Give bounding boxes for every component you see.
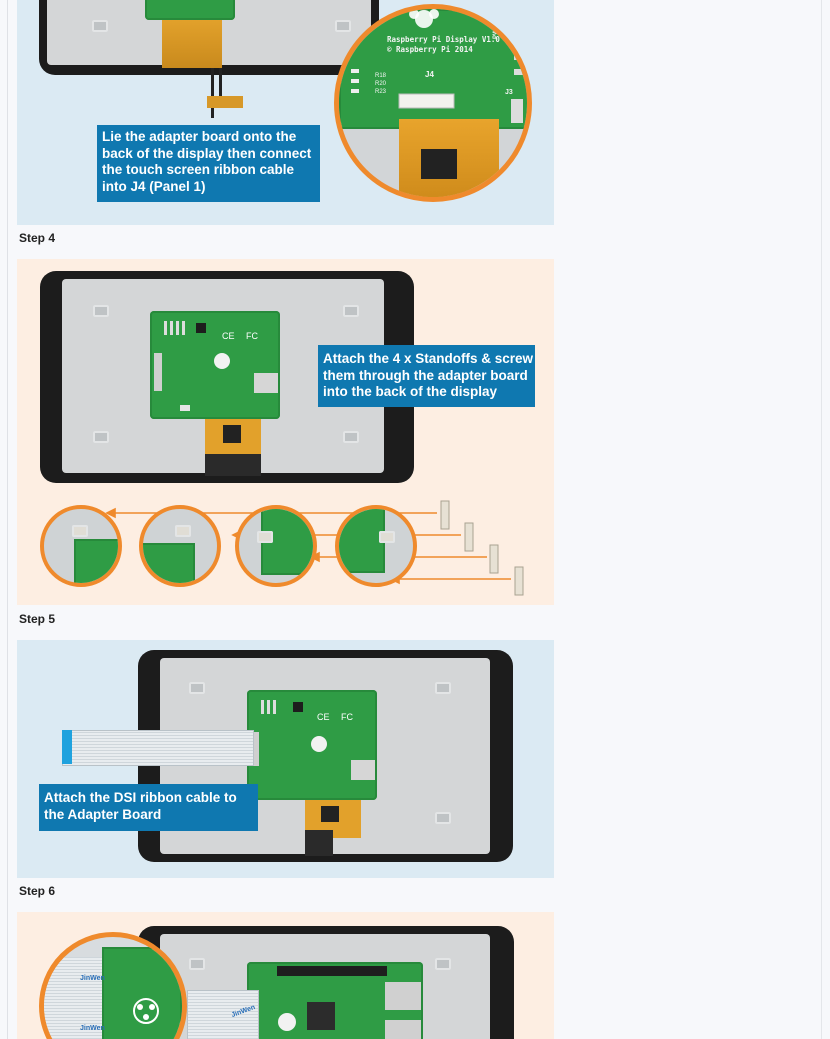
board-copyright-text: © Raspberry Pi 2014 [387,45,473,54]
adapter-board-closeup [339,9,527,129]
mounting-tab [189,682,205,694]
callout-line: Lie the adapter board onto the [102,129,297,144]
touch-cable-end [207,96,243,108]
standoff-closeup-2 [139,505,221,587]
step5-label: Step 5 [19,612,56,626]
callout-line: the touch screen ribbon cable [102,162,295,177]
step3-callout: Lie the adapter board onto the back of t… [97,125,320,202]
callout-line: Attach the DSI ribbon cable to [44,790,237,805]
callout-line: back of the display then connect [102,145,312,161]
touch-ribbon-flex [162,20,222,68]
content-left-border [7,0,8,1039]
touch-flex-closeup [399,119,499,197]
r23-label: R23 [375,89,387,95]
touch-controller-chip [321,806,339,822]
dsi-ribbon-cable [187,990,259,1039]
board-corner [339,509,385,573]
mounting-tab [93,431,109,443]
pwr-out-label: PWR OUT [493,10,499,39]
standoff [72,525,88,537]
r18-label: R18 [375,73,387,79]
ce-mark: CE [222,331,235,341]
touch-cable-lead [211,68,214,118]
standoff [175,525,191,537]
step5-illustration: CE FC Attach the DSI ribbon cable to the… [17,640,554,878]
step6-illustration: JinWen JinWen JinWen [17,912,554,1039]
cable-brand-text: JinWen [80,975,105,982]
step5-callout: Attach the DSI ribbon cable to the Adapt… [39,784,258,831]
standoff [379,531,395,543]
board-silkscreen [351,9,524,123]
adapter-board: CE FC [247,690,377,800]
adapter-board-components: CE FC [249,700,375,780]
pi-closeup [102,947,182,1039]
mounting-tab [435,682,451,694]
board-title-text: Raspberry Pi Display V1.0 [387,35,500,44]
ribbon-closeup-circle: JinWen JinWen [39,932,187,1039]
svg-text:CE: CE [317,712,330,722]
display-cable [305,830,333,856]
step4-callout: Attach the 4 x Standoffs & screw them th… [318,345,535,407]
mounting-tab [343,305,359,317]
callout-line: Attach the 4 x Standoffs & screw [323,351,534,366]
sidebar-divider [821,0,822,1039]
dsi-connector-cable [205,454,261,476]
adapter-board: CE FC [150,311,280,419]
pi-logo-closeup [133,998,159,1024]
svg-text:FC: FC [341,712,353,722]
mounting-tab [343,431,359,443]
board-corner [143,543,195,583]
zoom-circle-j4: Raspberry Pi Display V1.0 © Raspberry Pi… [334,4,532,202]
adapter-board-components: CE FC [154,321,278,411]
dsi-ribbon-cable [62,730,254,766]
adapter-board [145,0,235,20]
j4-label: J4 [425,70,434,79]
step4-label: Step 4 [19,231,56,245]
standoff-closeup-3 [235,505,317,587]
j3-label: J3 [505,89,513,96]
dsi-ribbon-tab [62,730,72,764]
fc-mark: FC [246,331,258,341]
cable-brand-text: JinWen [80,1025,105,1032]
callout-line: into the back of the display [323,384,498,399]
touch-controller-chip [421,149,457,179]
r20-label: R20 [375,81,387,87]
touch-cable-lead [219,68,222,108]
board-corner [74,539,118,583]
step4-illustration: CE FC Attach the 4 x Standoffs & screw t… [17,259,554,605]
standoff-closeup-1 [40,505,122,587]
mounting-tab [92,20,108,32]
standoff [257,531,273,543]
mounting-tab [93,305,109,317]
mounting-tab [435,958,451,970]
standoff-closeup-4 [335,505,417,587]
raspberry-pi-board [247,962,423,1039]
mounting-tab [435,812,451,824]
callout-line: the Adapter Board [44,806,162,822]
touch-controller-chip [223,425,241,443]
step3-illustration: Lie the adapter board onto the back of t… [17,0,554,225]
callout-line: them through the adapter board [323,367,528,383]
raspberry-pi-components [277,966,421,1039]
step6-label: Step 6 [19,884,56,898]
mounting-tab [189,958,205,970]
callout-line: into J4 (Panel 1) [102,178,206,194]
